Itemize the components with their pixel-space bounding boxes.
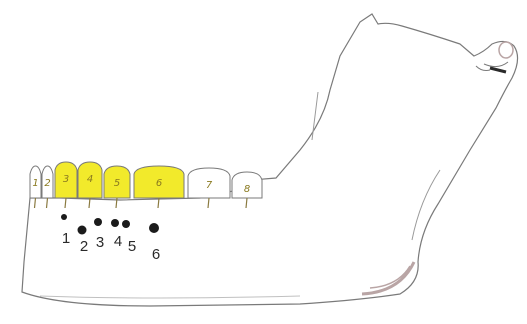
position-label-3: 3: [96, 234, 104, 251]
tooth-number: 2: [44, 178, 50, 189]
tooth-number: 1: [32, 178, 38, 189]
position-hole-6: [149, 223, 159, 233]
tooth-number: 4: [87, 174, 93, 185]
tooth-number: 8: [244, 184, 250, 195]
tooth-number: 7: [206, 180, 213, 191]
position-hole-1: [61, 214, 67, 220]
position-hole-4: [111, 219, 119, 227]
position-hole-5: [122, 220, 130, 228]
tooth-number: 3: [63, 174, 69, 185]
tooth-number: 5: [114, 178, 120, 189]
position-hole-2: [78, 226, 87, 235]
position-label-1: 1: [62, 230, 70, 247]
mandible-outline: [22, 14, 518, 306]
position-label-2: 2: [80, 238, 88, 255]
position-hole-3: [94, 218, 102, 226]
tooth-number: 6: [156, 178, 162, 189]
position-label-5: 5: [128, 238, 136, 255]
position-label-6: 6: [152, 246, 160, 263]
position-label-4: 4: [114, 233, 122, 250]
